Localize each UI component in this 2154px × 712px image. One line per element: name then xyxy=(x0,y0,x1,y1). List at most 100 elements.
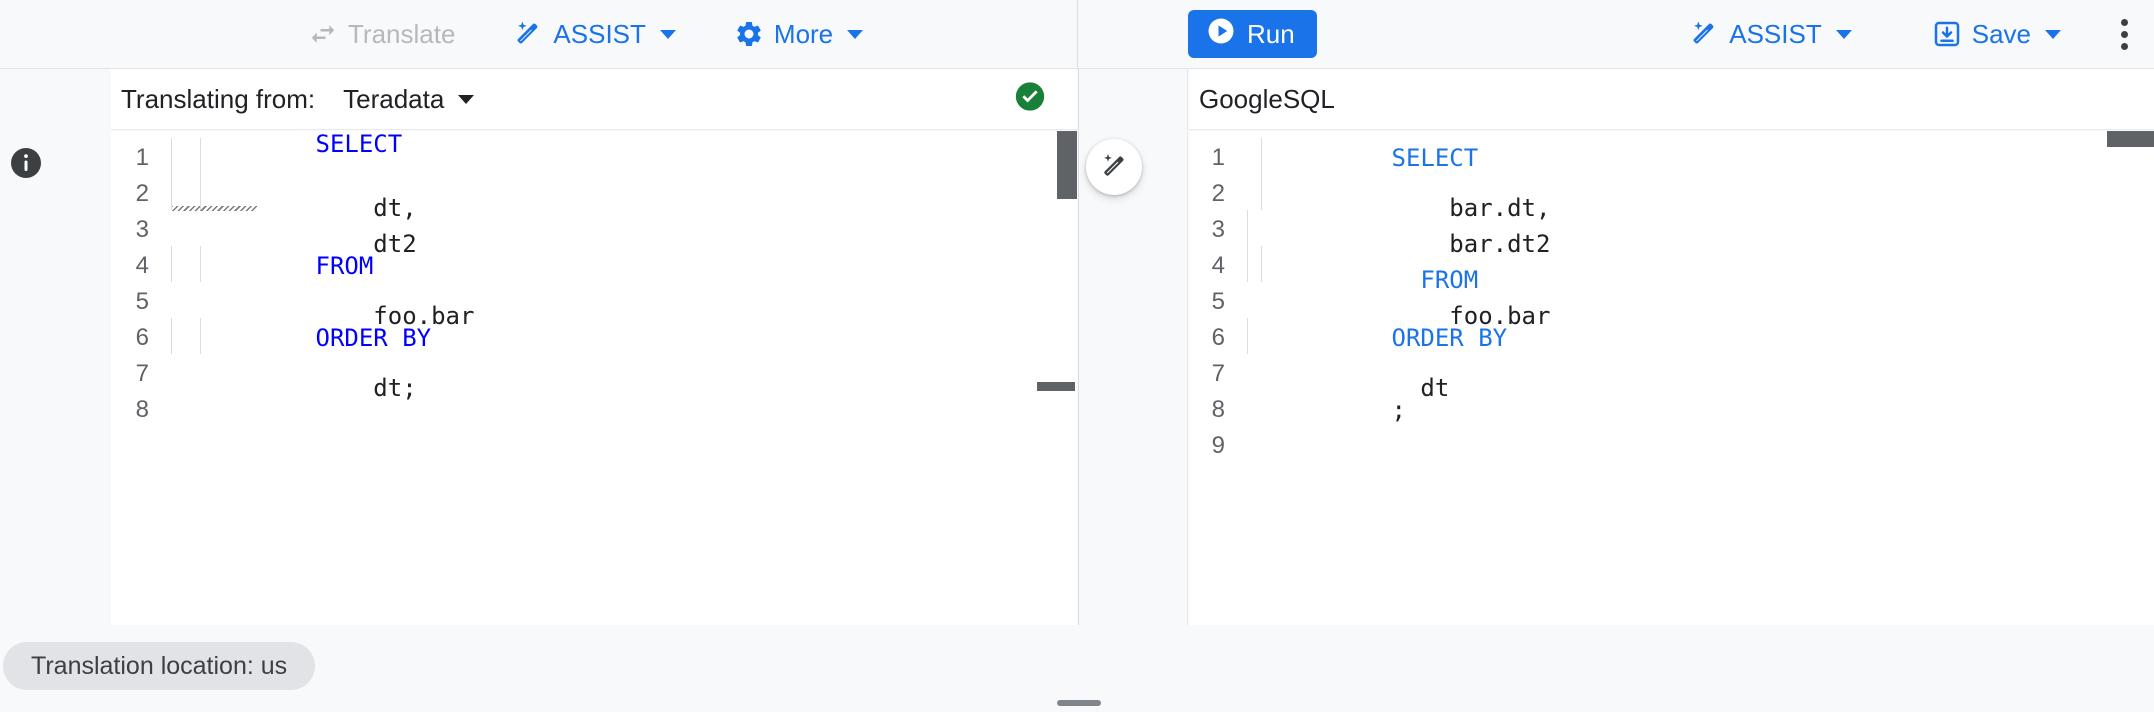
validation-status-icon xyxy=(1013,80,1047,119)
source-code-editor[interactable]: 1 SELECT 2 dt, 3 dt2 xyxy=(111,131,1077,625)
sql-keyword: FROM xyxy=(315,252,374,280)
line-number: 4 xyxy=(135,252,149,279)
chevron-down-icon xyxy=(2045,29,2061,39)
line-number: 6 xyxy=(1211,324,1225,351)
panel-splitter[interactable] xyxy=(1077,131,1189,625)
line-text: dt, xyxy=(315,194,417,222)
code-line: 8 xyxy=(111,392,1077,428)
chevron-down-icon xyxy=(847,29,864,39)
translate-label: Translate xyxy=(348,18,456,49)
center-rail-spacer xyxy=(1077,69,1189,130)
code-line: 6 ORDER BY xyxy=(1189,320,2154,356)
line-content: SELECT xyxy=(1247,131,2154,200)
line-number: 1 xyxy=(1211,144,1225,171)
scrollbar-thumb[interactable] xyxy=(1057,131,1077,199)
line-number: 2 xyxy=(1211,180,1225,207)
code-line: 9 xyxy=(1189,428,2154,464)
source-toolbar: Translate ASSIST More xyxy=(0,0,1077,68)
target-vertical-scrollbar[interactable] xyxy=(2107,131,2154,625)
save-button[interactable]: Save xyxy=(1920,10,2073,58)
line-number: 5 xyxy=(1211,288,1225,315)
line-number: 1 xyxy=(135,144,149,171)
status-bar: Translation location: us xyxy=(0,625,2154,712)
line-text: dt; xyxy=(315,374,417,402)
line-text: foo.bar xyxy=(1391,302,1551,330)
line-number: 4 xyxy=(1211,252,1225,279)
line-number: 7 xyxy=(135,360,149,387)
assist-label-source: ASSIST xyxy=(553,18,646,49)
line-content: bar.dt2 xyxy=(1247,174,2154,286)
sql-keyword: SELECT xyxy=(1391,144,1479,172)
line-content: dt xyxy=(1247,318,2154,430)
line-content: foo.bar xyxy=(1247,246,2154,358)
line-number: 6 xyxy=(135,324,149,351)
target-code-editor[interactable]: 1 SELECT 2 bar.dt, 3 bar.dt2 xyxy=(1189,131,2154,625)
source-dialect-value: Teradata xyxy=(343,83,445,114)
overflow-menu-icon[interactable] xyxy=(2109,7,2140,62)
swap-horizontal-icon xyxy=(308,19,338,49)
code-line: 2 dt, xyxy=(111,138,1077,222)
magic-edit-icon xyxy=(1099,151,1129,184)
line-number: 5 xyxy=(135,288,149,315)
info-icon[interactable] xyxy=(8,145,44,186)
error-squiggle xyxy=(171,206,257,211)
dialect-header-row: Translating from: Teradata GoogleSQL xyxy=(0,69,2154,131)
code-line: 8 ; xyxy=(1189,392,2154,428)
line-number: 8 xyxy=(135,396,149,423)
line-text: bar.dt2 xyxy=(1391,230,1551,258)
code-line: 1 SELECT xyxy=(111,131,1077,211)
code-line: 4 FROM xyxy=(1189,210,2154,294)
target-dialect-bar: GoogleSQL xyxy=(1189,69,2154,130)
assist-button-source[interactable]: ASSIST xyxy=(501,10,687,58)
line-number: 3 xyxy=(1211,216,1225,243)
code-line: 6 ORDER BY xyxy=(111,320,1077,356)
line-text: dt2 xyxy=(315,230,417,258)
toolbar-divider xyxy=(1077,0,1078,68)
line-number: 9 xyxy=(1211,432,1225,459)
code-line: 3 dt2 xyxy=(111,174,1077,258)
source-vertical-scrollbar[interactable] xyxy=(1057,131,1077,625)
target-code-lines: 1 SELECT 2 bar.dt, 3 bar.dt2 xyxy=(1189,131,2154,464)
scrollbar-thumb[interactable] xyxy=(2107,131,2154,147)
source-side-rail xyxy=(0,131,111,625)
target-dialect-value: GoogleSQL xyxy=(1199,83,1335,114)
code-line: 5 foo.bar xyxy=(1189,246,2154,330)
line-text: foo.bar xyxy=(315,302,475,330)
magic-wand-icon xyxy=(513,19,543,49)
run-button[interactable]: Run xyxy=(1188,10,1317,58)
ai-edit-fab-button[interactable] xyxy=(1086,139,1142,195)
chevron-down-icon xyxy=(1835,29,1852,39)
play-circle-icon xyxy=(1206,16,1236,53)
gear-icon xyxy=(734,19,764,49)
run-label: Run xyxy=(1247,18,1295,49)
source-dialect-select[interactable]: Teradata xyxy=(337,80,480,119)
source-code-lines: 1 SELECT 2 dt, 3 dt2 xyxy=(111,131,1077,428)
line-number: 3 xyxy=(135,216,149,243)
save-icon xyxy=(1932,19,1962,49)
code-line: 1 SELECT xyxy=(1189,140,2154,176)
line-content: FROM xyxy=(171,224,1077,308)
code-line: 4 FROM xyxy=(111,248,1077,284)
source-horizontal-scrollbar-thumb[interactable] xyxy=(1037,382,1075,391)
line-content: foo.bar xyxy=(171,246,1077,358)
translating-from-label: Translating from: xyxy=(121,83,316,114)
left-rail-spacer xyxy=(0,69,111,130)
bottom-resize-handle[interactable] xyxy=(1057,700,1101,706)
save-label: Save xyxy=(1971,18,2031,49)
chevron-down-icon xyxy=(659,29,676,39)
translate-button[interactable]: Translate xyxy=(296,10,467,58)
magic-wand-icon xyxy=(1689,19,1719,49)
line-content: dt, xyxy=(171,138,1077,250)
sql-keyword: ORDER BY xyxy=(315,324,432,352)
line-content: dt; xyxy=(171,318,1077,430)
code-line: 7 dt; xyxy=(111,318,1077,402)
more-label: More xyxy=(773,18,834,49)
code-line: 7 dt xyxy=(1189,318,2154,402)
assist-button-target[interactable]: ASSIST xyxy=(1677,10,1863,58)
line-number: 2 xyxy=(135,180,149,207)
more-button[interactable]: More xyxy=(722,10,875,58)
code-line: 2 bar.dt, xyxy=(1189,138,2154,222)
main-toolbar: Translate ASSIST More xyxy=(0,0,2154,69)
translation-location-chip: Translation location: us xyxy=(3,642,316,690)
line-number: 8 xyxy=(1211,396,1225,423)
